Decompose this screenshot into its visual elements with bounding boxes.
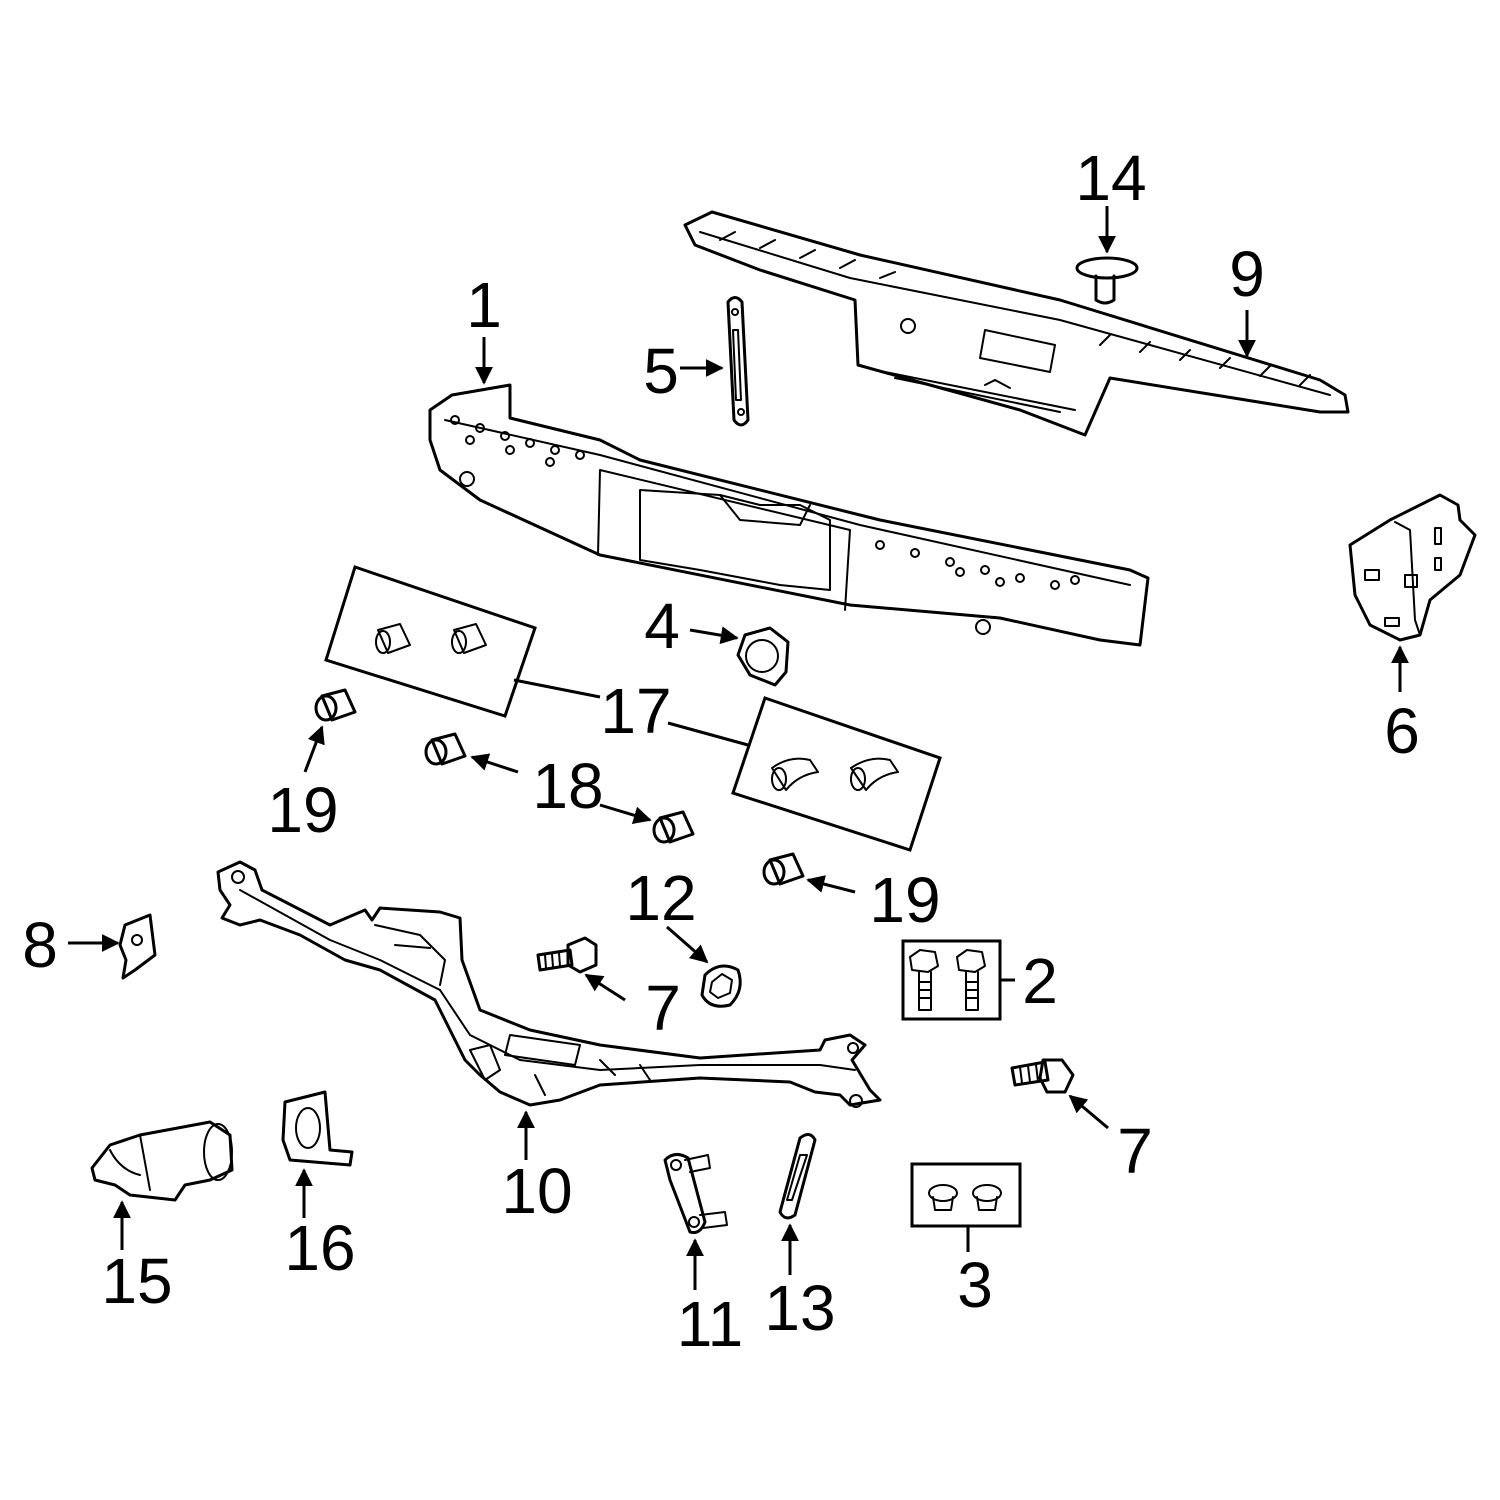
callout-labels: 1 2 3 4 5 6 7 7 8 9 10 11 12 13 14 15 16… [22, 142, 1420, 1360]
end-cap-part [1348, 493, 1477, 642]
nut-plate-part [118, 913, 157, 980]
callout-12: 12 [625, 862, 696, 934]
sensor-retainer-19b [762, 852, 805, 886]
link-part [663, 1153, 728, 1234]
callout-17: 17 [600, 675, 671, 747]
callout-5: 5 [643, 335, 679, 407]
leader-lines [68, 206, 1409, 1290]
callout-14: 14 [1075, 142, 1146, 214]
bumper-face-bar-part [428, 383, 1150, 647]
gasket-part [736, 626, 790, 687]
callout-2: 2 [1022, 945, 1058, 1017]
callout-19b: 19 [869, 864, 940, 936]
step-pad-part [683, 210, 1350, 437]
sensor-retainer-19a [314, 688, 357, 722]
callout-4: 4 [644, 590, 680, 662]
leader-17a [513, 678, 601, 699]
leader-19a [303, 725, 325, 773]
bolt-part-b [1010, 1058, 1075, 1094]
callout-3: 3 [957, 1249, 993, 1321]
bolt-kit-box [901, 939, 1002, 1021]
sensor-retainer-18a [424, 732, 467, 766]
license-bracket-part [726, 296, 750, 427]
leader-19b [806, 875, 856, 894]
callout-9: 9 [1229, 238, 1265, 310]
callout-11: 11 [677, 1288, 743, 1360]
leader-18b [599, 803, 652, 824]
callout-10: 10 [501, 1155, 572, 1227]
callout-7a: 7 [645, 972, 681, 1044]
callout-19a: 19 [267, 774, 338, 846]
bumper-reinforcement-part [216, 860, 882, 1108]
sensor-retainer-18b [652, 810, 695, 844]
callout-18: 18 [532, 750, 603, 822]
sensor-kit-box-lower [731, 696, 942, 852]
strap-part [778, 1133, 817, 1220]
callout-15: 15 [101, 1245, 172, 1317]
sensor-kit-box-upper [324, 565, 537, 718]
callout-6: 6 [1384, 695, 1420, 767]
callout-8: 8 [22, 909, 58, 981]
leader-4 [689, 626, 739, 645]
callout-13: 13 [764, 1272, 835, 1344]
leader-7a [584, 973, 626, 1002]
leader-7b [1068, 1094, 1109, 1130]
leader-12 [666, 925, 709, 964]
motor-part [90, 1120, 234, 1202]
bolt-part-a [536, 936, 598, 974]
washer-part [700, 964, 742, 1008]
push-pin-part [1075, 256, 1139, 305]
callout-16: 16 [284, 1212, 355, 1284]
nut-kit-box [910, 1162, 1022, 1228]
leader-17b [667, 721, 749, 747]
callout-7b: 7 [1117, 1115, 1153, 1187]
callout-1: 1 [466, 269, 502, 341]
mount-bracket-part [281, 1090, 354, 1167]
leader-18a [470, 753, 519, 774]
